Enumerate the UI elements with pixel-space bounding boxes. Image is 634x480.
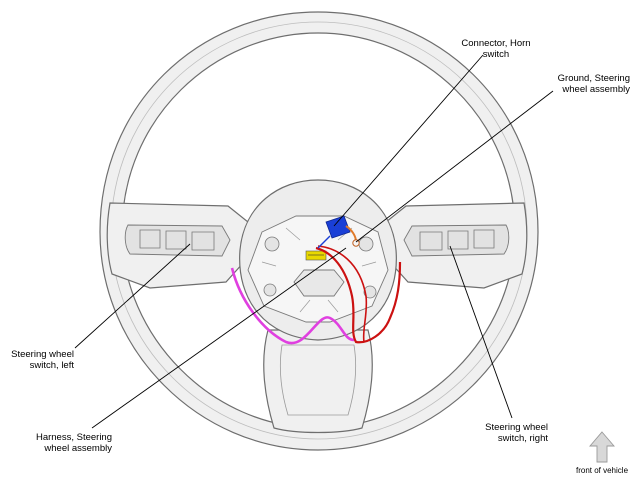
harness-red-2 bbox=[317, 245, 368, 343]
label-horn-connector-line2: switch bbox=[482, 49, 510, 60]
label-horn-connector: Connector, Horn switch bbox=[449, 38, 543, 60]
mount-boss-tr bbox=[358, 236, 374, 252]
mount-boss-br bbox=[363, 285, 377, 299]
harness-magenta bbox=[230, 267, 355, 345]
label-switch-left: Steering wheel switch, left bbox=[0, 349, 74, 371]
label-switch-right-line1: Steering wheel bbox=[485, 422, 548, 433]
bottom-spoke bbox=[263, 329, 373, 434]
label-harness: Harness, Steering wheel assembly bbox=[20, 432, 112, 454]
label-front-of-vehicle: front of vehicle bbox=[566, 465, 634, 476]
right-switch-buttons bbox=[419, 229, 495, 251]
label-harness-line2: wheel assembly bbox=[44, 443, 112, 454]
leader-harness bbox=[91, 247, 347, 429]
label-front-of-vehicle-text: front of vehicle bbox=[575, 466, 629, 475]
label-horn-connector-line1: Connector, Horn bbox=[461, 38, 531, 49]
left-switch-buttons bbox=[139, 229, 215, 251]
front-arrow-icon bbox=[589, 431, 615, 463]
label-switch-left-line2: switch, left bbox=[29, 360, 74, 371]
leader-horn-connector bbox=[333, 54, 484, 227]
label-ground-line1: Ground, Steering bbox=[557, 73, 630, 84]
column-opening bbox=[293, 269, 345, 297]
ground-eyelet bbox=[352, 239, 360, 247]
leader-switch-left bbox=[74, 243, 191, 349]
label-switch-right-line2: switch, right bbox=[497, 433, 548, 444]
bottom-spoke-detail bbox=[280, 344, 356, 416]
harness-red bbox=[315, 246, 402, 344]
rim-highlight bbox=[110, 21, 528, 440]
label-ground: Ground, Steering wheel assembly bbox=[532, 73, 630, 95]
yellow-label bbox=[305, 250, 327, 261]
mount-boss-tl bbox=[264, 236, 280, 252]
leader-switch-right bbox=[449, 245, 513, 419]
label-ground-line2: wheel assembly bbox=[562, 84, 630, 95]
horn-connector bbox=[325, 215, 351, 239]
leader-ground bbox=[355, 90, 554, 243]
label-switch-left-line1: Steering wheel bbox=[11, 349, 74, 360]
horn-wire bbox=[317, 235, 331, 249]
label-harness-line1: Harness, Steering bbox=[35, 432, 112, 443]
mount-boss-bl bbox=[263, 283, 277, 297]
label-switch-right: Steering wheel switch, right bbox=[466, 422, 548, 444]
leader-lines bbox=[74, 54, 554, 429]
